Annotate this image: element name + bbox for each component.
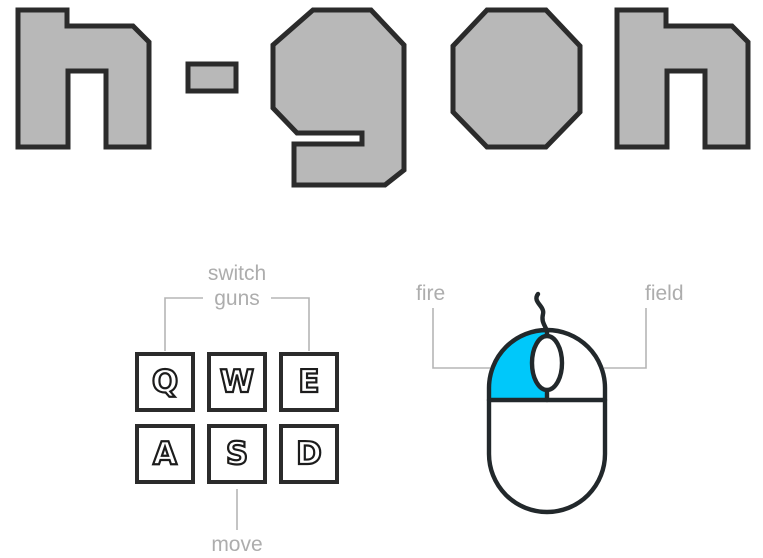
key-w[interactable]: W [207, 352, 267, 412]
key-e-label: E [297, 363, 320, 400]
callout-field: field [645, 282, 684, 305]
key-d-label: D [295, 435, 323, 472]
key-a[interactable]: A [135, 424, 195, 484]
leader-switch-guns [164, 297, 203, 351]
mouse-scroll-wheel-fill[interactable] [532, 336, 562, 390]
callout-fire: fire [416, 282, 446, 305]
mouse-outline [486, 327, 608, 515]
callout-switch-guns: switch guns [162, 261, 312, 311]
logo-letter-hyphen [185, 61, 239, 94]
key-d[interactable]: D [279, 424, 339, 484]
leader-fire [432, 308, 490, 369]
logo-letter-n-2 [614, 7, 751, 150]
key-a-label: A [152, 435, 178, 472]
logo-letter-n-1 [15, 7, 152, 150]
key-s-label: S [225, 435, 250, 472]
callout-switch-guns-line2: guns [207, 286, 267, 311]
callout-switch-guns-line1: switch [207, 262, 267, 285]
logo-letter-o [450, 7, 583, 150]
leader-field [604, 308, 647, 369]
key-q[interactable]: Q [135, 352, 195, 412]
mouse-cord-icon [534, 291, 550, 334]
key-q-label: Q [151, 363, 180, 400]
key-s[interactable]: S [207, 424, 267, 484]
key-w-label: W [219, 363, 255, 400]
leader-switch-guns-right [271, 297, 310, 351]
logo-letter-g [270, 7, 407, 188]
key-e[interactable]: E [279, 352, 339, 412]
callout-move: move [211, 533, 263, 556]
mouse-scroll-wheel-icon[interactable] [529, 333, 565, 393]
